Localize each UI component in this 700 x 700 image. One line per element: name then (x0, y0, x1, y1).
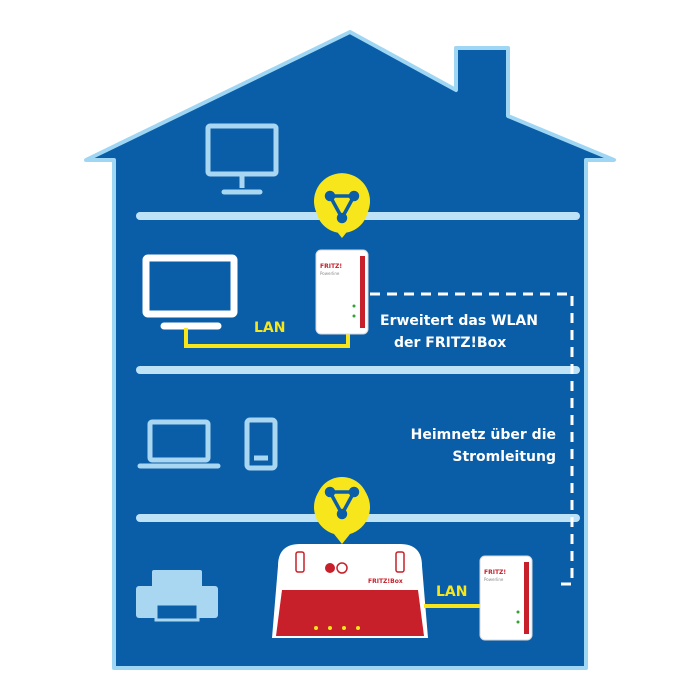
powerline-line1: Heimnetz über die (410, 427, 556, 443)
powerline-adapter-upper: FRITZ! Powerline (315, 249, 369, 335)
lan-label-lower: LAN (436, 584, 468, 600)
wifi-badge-upper (314, 173, 371, 238)
fritzbox-router: FRITZ!Box (272, 544, 428, 638)
powerline-adapter-lower: FRITZ! Powerline (479, 555, 533, 641)
printer-icon (136, 570, 218, 622)
adapter-sub-upper: Powerline (320, 271, 340, 276)
adapter-brand-upper: FRITZ! (320, 263, 342, 270)
floor-line-2 (136, 366, 580, 374)
wifi-mesh-icon (324, 190, 360, 224)
house-body (84, 30, 616, 670)
powerline-dashed-path (370, 292, 574, 586)
lan-cable-upper (184, 328, 350, 348)
powerline-caption: Heimnetz über die Stromleitung (384, 424, 556, 468)
wifi-mesh-icon (324, 486, 360, 520)
adapter-brand-lower: FRITZ! (484, 569, 506, 576)
wlan-extension-line1: Erweitert das WLAN (380, 313, 538, 329)
desktop-monitor-icon (205, 123, 279, 195)
laptop-icon (137, 419, 221, 469)
wlan-extension-caption: Erweitert das WLAN der FRITZ!Box (380, 310, 552, 354)
lan-label-upper: LAN (254, 320, 286, 336)
smartphone-icon (244, 417, 278, 471)
wlan-extension-line2: der FRITZ!Box (394, 335, 507, 351)
router-brand: FRITZ!Box (368, 578, 403, 585)
tv-icon (142, 254, 238, 330)
powerline-line2: Stromleitung (452, 449, 556, 465)
house (84, 30, 616, 670)
adapter-sub-lower: Powerline (484, 577, 504, 582)
wifi-badge-lower (314, 477, 371, 544)
